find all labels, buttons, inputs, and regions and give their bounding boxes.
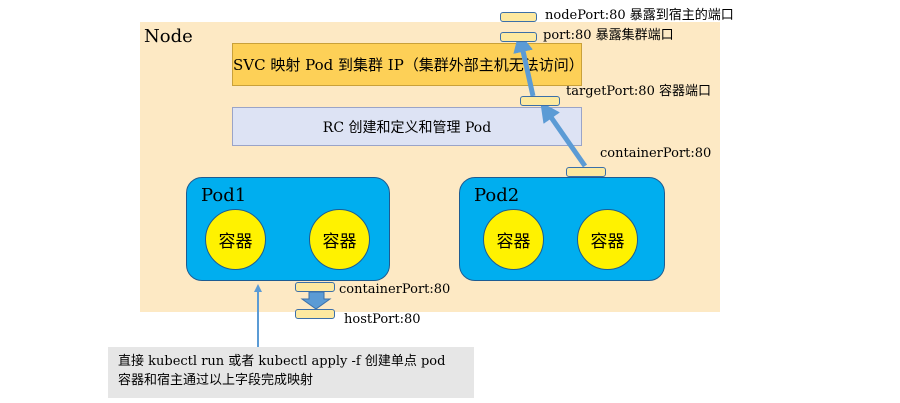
pod2-container-2: 容器	[577, 209, 638, 270]
arrow-targetport-to-port	[513, 32, 536, 97]
nodeport-label: nodePort:80 暴露到宿主的端口	[545, 8, 734, 23]
note-line-1: 直接 kubectl run 或者 kubectl apply -f 创建单点 …	[118, 354, 446, 369]
pod2-container-1: 容器	[483, 209, 544, 270]
svc-port-label: port:80 暴露集群端口	[543, 28, 674, 43]
pod2-label: Pod2	[474, 185, 520, 206]
pod1-container-2: 容器	[309, 209, 370, 270]
pod1-box: Pod1 容器 容器	[186, 177, 390, 281]
targetport-label: targetPort:80 容器端口	[566, 84, 711, 99]
pod1-containerport-label: containerPort:80	[339, 282, 451, 297]
arrow-containerport-to-targetport	[540, 101, 588, 168]
node-label: Node	[144, 26, 193, 47]
note-box: 直接 kubectl run 或者 kubectl apply -f 创建单点 …	[108, 347, 474, 398]
pod1-containerport-tab	[295, 282, 335, 292]
arrow-containerport-to-hostport	[300, 291, 332, 310]
hostport-label: hostPort:80	[344, 312, 421, 327]
pod2-box: Pod2 容器 容器	[459, 177, 665, 281]
container-label: 容器	[322, 232, 357, 252]
container-label: 容器	[590, 232, 625, 252]
container-label: 容器	[496, 232, 531, 252]
note-line-2: 容器和宿主通过以上字段完成映射	[118, 373, 314, 388]
pod1-label: Pod1	[201, 185, 247, 206]
svc-box: SVC 映射 Pod 到集群 IP（集群外部主机无法访问）	[232, 43, 584, 86]
rc-text: RC 创建和定义和管理 Pod	[322, 119, 492, 136]
container-label: 容器	[218, 232, 253, 252]
svc-port-tab	[500, 32, 537, 42]
pod2-containerport-label: containerPort:80	[600, 146, 712, 161]
targetport-tab	[520, 96, 560, 106]
nodeport-tab	[500, 12, 537, 22]
pod1-container-1: 容器	[205, 209, 266, 270]
hostport-tab	[295, 309, 335, 319]
rc-box: RC 创建和定义和管理 Pod	[232, 107, 582, 146]
svc-text: SVC 映射 Pod 到集群 IP（集群外部主机无法访问）	[233, 56, 584, 74]
pod2-containerport-tab	[566, 167, 606, 177]
